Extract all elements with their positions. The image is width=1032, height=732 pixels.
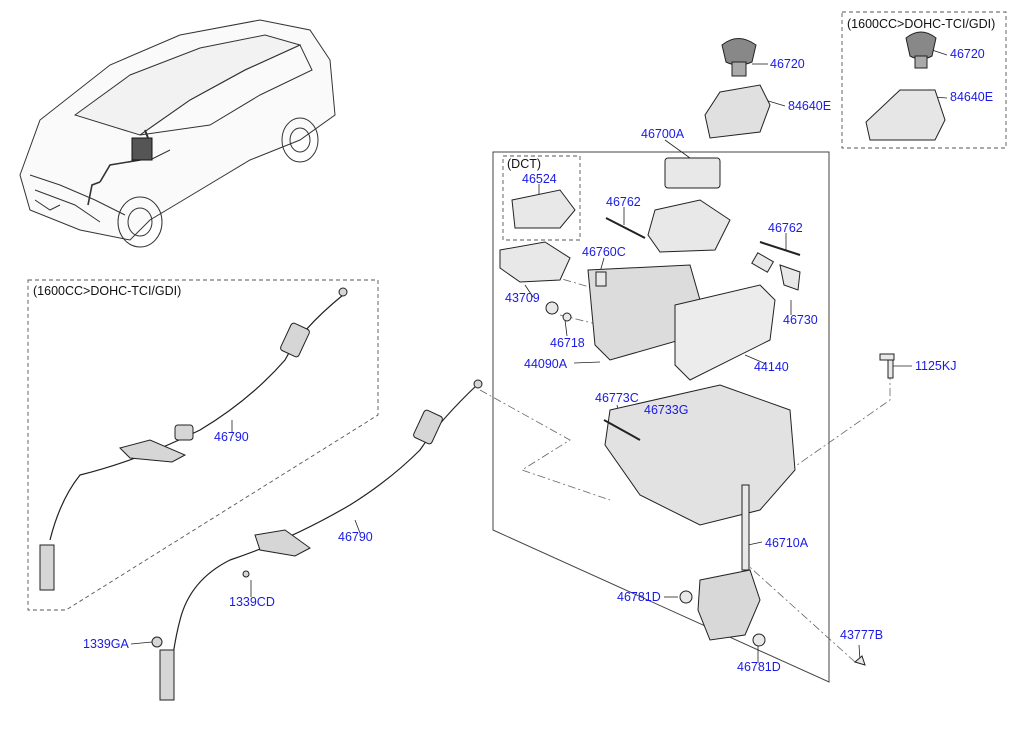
part-label-46720-a[interactable]: 46720 <box>770 57 805 71</box>
part-label-1339cd[interactable]: 1339CD <box>229 595 275 609</box>
part-label-46700a[interactable]: 46700A <box>641 127 685 141</box>
part-label-46773c[interactable]: 46773C <box>595 391 639 405</box>
engine-note-top: (1600CC>DOHC-TCI/GDI) <box>847 17 996 31</box>
car-illustration <box>19 19 336 248</box>
assembly-frame <box>492 151 830 683</box>
shift-knob-illustration <box>721 31 937 77</box>
cable-fittings <box>39 287 483 701</box>
part-label-46762-b[interactable]: 46762 <box>768 221 803 235</box>
part-label-1339ga[interactable]: 1339GA <box>83 637 129 651</box>
part-label-46718[interactable]: 46718 <box>550 336 585 350</box>
part-label-84640e-b[interactable]: 84640E <box>950 90 994 104</box>
part-label-46781d-b[interactable]: 46781D <box>737 660 781 674</box>
part-label-43709[interactable]: 43709 <box>505 291 540 305</box>
part-label-46790-b[interactable]: 46790 <box>338 530 373 544</box>
shifter-parts <box>499 157 895 666</box>
part-label-44090a[interactable]: 44090A <box>524 357 568 371</box>
part-label-46790-a[interactable]: 46790 <box>214 430 249 444</box>
part-label-84640e-a[interactable]: 84640E <box>788 99 832 113</box>
part-label-46710a[interactable]: 46710A <box>765 536 809 550</box>
shift-boot-illustration <box>704 84 946 141</box>
part-label-46760c[interactable]: 46760C <box>582 245 626 259</box>
part-label-46720-b[interactable]: 46720 <box>950 47 985 61</box>
dct-note: (DCT) <box>507 157 542 171</box>
spring-pins <box>603 217 801 441</box>
part-label-46762-a[interactable]: 46762 <box>606 195 641 209</box>
part-label-46733g[interactable]: 46733G <box>644 403 689 417</box>
part-label-1125kj[interactable]: 1125KJ <box>915 359 957 373</box>
part-label-44140[interactable]: 44140 <box>754 360 789 374</box>
part-label-43777b[interactable]: 43777B <box>840 628 884 642</box>
engine-note-left: (1600CC>DOHC-TCI/GDI) <box>33 284 182 298</box>
group-boxes <box>27 11 1007 611</box>
part-label-46524[interactable]: 46524 <box>522 172 557 186</box>
part-label-46781d-a[interactable]: 46781D <box>617 590 661 604</box>
part-label-46730[interactable]: 46730 <box>783 313 818 327</box>
